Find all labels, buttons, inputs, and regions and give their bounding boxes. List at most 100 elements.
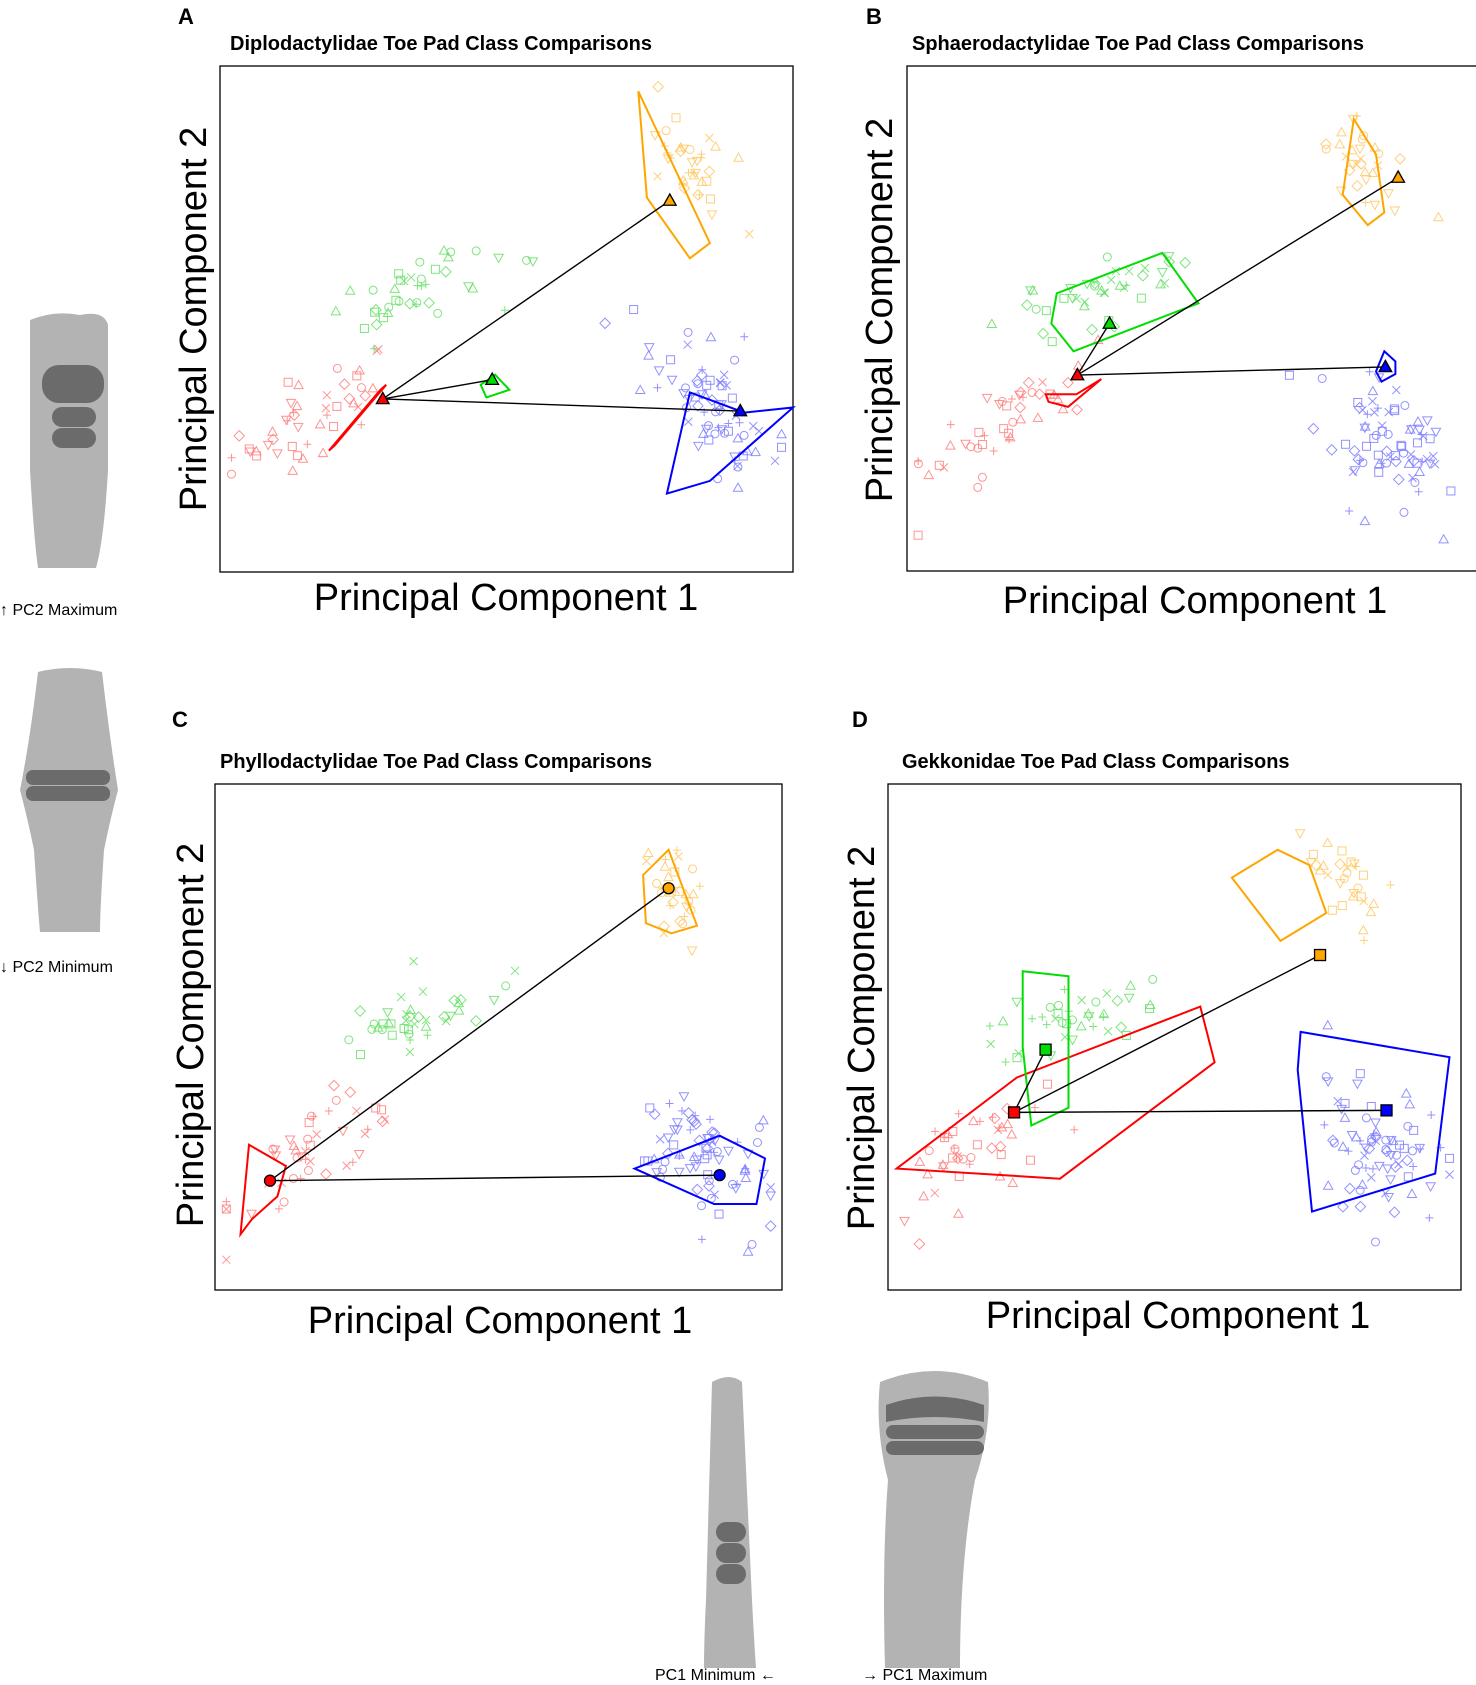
background-point [1320, 1120, 1329, 1129]
background-point [1160, 278, 1170, 288]
background-point [1354, 1200, 1367, 1213]
background-point [702, 380, 712, 390]
x-axis-label-a: Principal Component 1 [314, 577, 698, 619]
background-point [692, 441, 704, 452]
background-point [1382, 458, 1392, 468]
red-convex-hull [1044, 378, 1102, 408]
background-point [1305, 858, 1317, 868]
background-point [406, 273, 416, 282]
background-point [673, 1167, 685, 1178]
background-point [752, 1137, 762, 1147]
background-point [453, 1004, 465, 1015]
blue-convex-hull [631, 1134, 767, 1205]
background-point [690, 168, 701, 179]
background-point [1334, 879, 1346, 889]
background-point [1066, 294, 1078, 304]
plot-area-d [893, 829, 1455, 1250]
background-point [705, 194, 715, 204]
background-point [1346, 1130, 1358, 1141]
background-point [488, 995, 500, 1006]
background-point [1425, 1213, 1434, 1222]
background-point [985, 1142, 998, 1155]
toe-pad-lamella [52, 407, 96, 427]
background-point [1062, 376, 1074, 389]
y-axis-label-d: Principal Component 2 [841, 846, 883, 1230]
background-point [702, 176, 712, 186]
background-point [367, 382, 379, 393]
background-point [740, 1172, 752, 1182]
background-point [1075, 1020, 1087, 1031]
background-point [693, 1134, 706, 1147]
background-point [1008, 417, 1018, 427]
background-point [1369, 1131, 1382, 1144]
background-point [695, 190, 704, 199]
background-point [1394, 152, 1406, 165]
background-point [1081, 279, 1093, 290]
background-point [1099, 1012, 1108, 1021]
background-point [1091, 997, 1101, 1007]
background-point [1349, 466, 1361, 476]
background-point [1412, 415, 1424, 426]
background-point [1409, 1162, 1418, 1171]
background-point [1359, 423, 1371, 434]
background-point [757, 1114, 769, 1125]
background-point [262, 440, 274, 451]
background-point [374, 344, 383, 354]
background-point [303, 1166, 313, 1176]
background-point [1042, 1020, 1051, 1029]
background-point [733, 152, 744, 162]
background-point [430, 264, 440, 274]
background-point [691, 375, 704, 387]
background-point [732, 432, 744, 443]
background-point [293, 379, 305, 390]
plot-frame-c [214, 783, 783, 1291]
background-point [338, 378, 351, 391]
background-point [1021, 299, 1033, 311]
background-point [378, 313, 388, 323]
background-point [1369, 200, 1381, 211]
background-point [652, 878, 662, 888]
background-point [1369, 433, 1379, 443]
red-convex-hull [328, 384, 387, 452]
background-point [733, 1180, 742, 1189]
background-point [250, 445, 262, 456]
blue-centroid-marker [732, 403, 748, 417]
background-point [330, 305, 342, 316]
background-point [1334, 138, 1346, 149]
background-point [418, 987, 428, 996]
background-point [958, 1154, 968, 1164]
green-centroid-marker [484, 371, 500, 386]
blue-centroid-marker [1380, 1104, 1393, 1117]
vector-red-to-blue [382, 398, 741, 412]
background-point [1327, 905, 1337, 915]
background-point [1421, 416, 1433, 427]
background-point [1356, 1178, 1368, 1189]
toe-pad-lamella [42, 365, 104, 403]
background-point [303, 1134, 313, 1144]
background-point [764, 1220, 777, 1233]
background-point [360, 1129, 370, 1139]
background-point [1284, 370, 1294, 380]
green-convex-hull [1021, 970, 1070, 1128]
background-point [1343, 1182, 1356, 1195]
background-point [938, 1162, 949, 1173]
background-point [666, 375, 678, 386]
background-point [1124, 266, 1134, 276]
background-point [686, 1125, 695, 1134]
background-point [674, 915, 686, 928]
background-point [1438, 533, 1450, 544]
background-point [1007, 1177, 1019, 1188]
background-point [1385, 1136, 1397, 1146]
background-point [701, 1142, 714, 1155]
vector-red-to-orange [1013, 954, 1321, 1114]
background-point [952, 1208, 964, 1218]
panel-letter-a: A [178, 4, 194, 29]
background-point [1125, 980, 1137, 990]
background-point [283, 377, 293, 387]
background-point [717, 381, 727, 391]
background-point [1071, 403, 1083, 416]
background-point [705, 331, 717, 342]
background-point [1099, 288, 1109, 297]
y-axis-label-a: Principal Component 2 [173, 127, 215, 511]
